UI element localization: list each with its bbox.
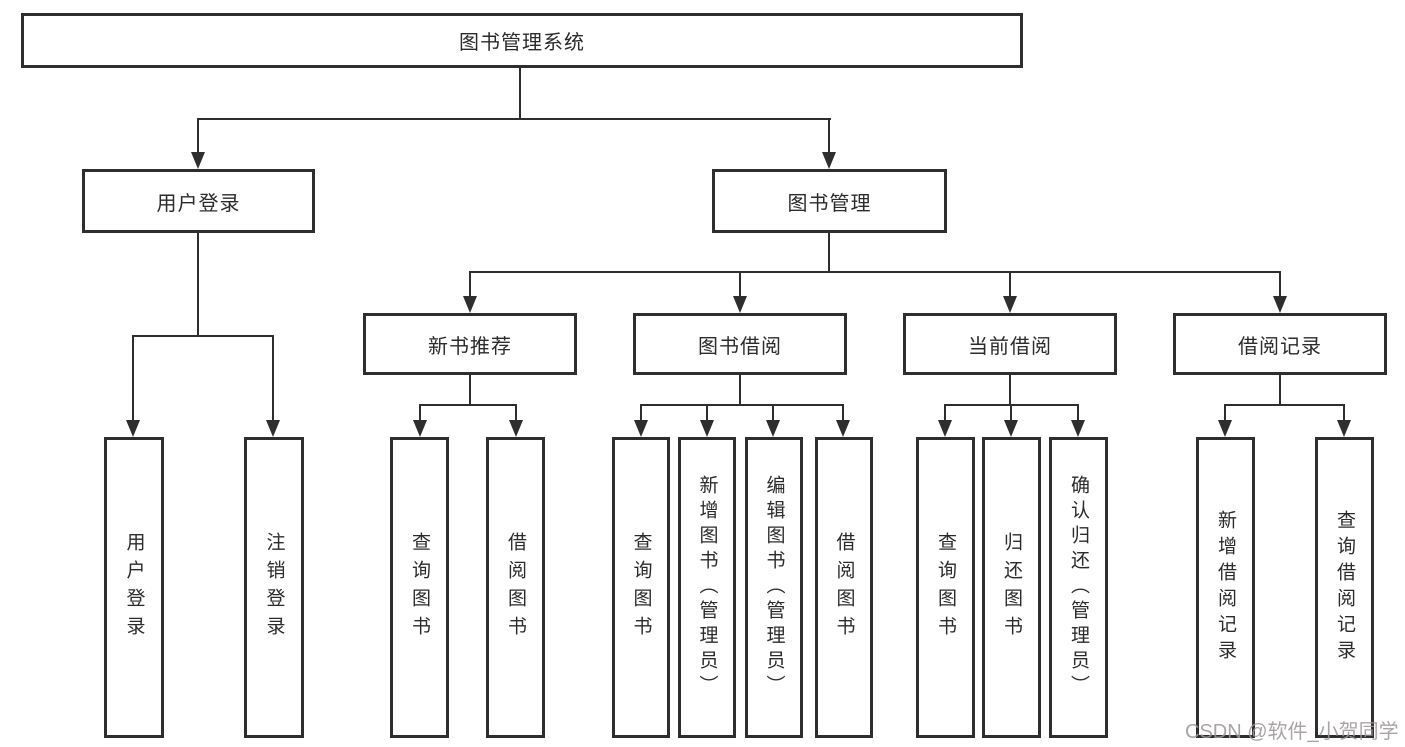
arrowhead-down bbox=[1071, 420, 1085, 437]
node-book-borrow-label: 图书借阅 bbox=[698, 335, 782, 358]
node-borrow-records-label: 借阅记录 bbox=[1238, 335, 1322, 358]
connector-drop-leaf bbox=[419, 404, 421, 422]
leaf-borrow-query-books-label: 查询图书 bbox=[630, 531, 652, 644]
connector-records-stem bbox=[1279, 375, 1281, 406]
arrowhead-down bbox=[733, 296, 747, 313]
node-book-management: 图书管理 bbox=[712, 169, 947, 233]
leaf-return-books-label: 归还图书 bbox=[1001, 531, 1022, 644]
connector-drop-leaf bbox=[706, 404, 708, 422]
node-book-borrow: 图书借阅 bbox=[633, 313, 847, 375]
connector-root-stem bbox=[519, 68, 521, 120]
node-current-borrow-label: 当前借阅 bbox=[968, 335, 1052, 358]
arrowhead-down bbox=[463, 296, 477, 313]
connector-level2-bus bbox=[197, 118, 831, 120]
connector-drop-leaf bbox=[1224, 404, 1226, 422]
arrowhead-down bbox=[413, 420, 427, 437]
leaf-query-borrow-record-label: 查询借阅记录 bbox=[1334, 509, 1355, 666]
connector-level3-bus bbox=[469, 271, 1281, 273]
csdn-watermark: CSDN @软件_小贺同学 bbox=[1185, 721, 1399, 743]
leaf-logout-label: 注销登录 bbox=[263, 531, 285, 644]
leaf-current-query-books-label: 查询图书 bbox=[935, 531, 956, 644]
connector-drop-leaf bbox=[1077, 404, 1079, 422]
leaf-return-books: 归还图书 bbox=[982, 437, 1041, 738]
arrowhead-down bbox=[1004, 420, 1018, 437]
leaf-add-books-admin: 新增图书（管理员） bbox=[678, 437, 736, 738]
connector-drop-leaf bbox=[1010, 404, 1012, 422]
arrowhead-down bbox=[938, 420, 952, 437]
node-user-login-label: 用户登录 bbox=[156, 192, 241, 215]
leaf-confirm-return-admin: 确认归还（管理员） bbox=[1049, 437, 1108, 738]
connector-drop-login-leaf2 bbox=[272, 335, 274, 422]
arrowhead-down bbox=[822, 152, 836, 169]
connector-drop-current bbox=[1009, 271, 1011, 298]
node-new-book-recommend-label: 新书推荐 bbox=[428, 335, 512, 358]
leaf-borrow-query-books: 查询图书 bbox=[612, 437, 670, 738]
connector-drop-leaf bbox=[1343, 404, 1345, 422]
arrowhead-down bbox=[1003, 296, 1017, 313]
leaf-logout: 注销登录 bbox=[244, 437, 304, 738]
leaf-user-login: 用户登录 bbox=[104, 437, 164, 738]
connector-drop-leaf bbox=[640, 404, 642, 422]
arrowhead-down bbox=[766, 420, 780, 437]
connector-login-stem bbox=[197, 233, 199, 337]
connector-drop-leaf bbox=[515, 404, 517, 422]
connector-borrow-bus bbox=[640, 404, 844, 406]
node-borrow-records: 借阅记录 bbox=[1173, 313, 1387, 375]
connector-recommend-bus bbox=[419, 404, 517, 406]
leaf-borrow-books: 借阅图书 bbox=[815, 437, 873, 738]
leaf-add-borrow-record: 新增借阅记录 bbox=[1196, 437, 1255, 738]
connector-drop-user-login bbox=[197, 118, 199, 154]
leaf-recommend-borrow-books-label: 借阅图书 bbox=[505, 531, 526, 644]
node-book-management-label: 图书管理 bbox=[787, 192, 872, 215]
node-new-book-recommend: 新书推荐 bbox=[363, 313, 577, 375]
connector-mgmt-stem bbox=[828, 233, 830, 273]
arrowhead-down bbox=[266, 420, 280, 437]
leaf-user-login-label: 用户登录 bbox=[123, 531, 145, 644]
node-user-login: 用户登录 bbox=[82, 169, 315, 233]
connector-drop-leaf bbox=[944, 404, 946, 422]
connector-drop-recommend bbox=[469, 271, 471, 298]
leaf-add-books-admin-label: 新增图书（管理员） bbox=[696, 475, 718, 700]
node-current-borrow: 当前借阅 bbox=[903, 313, 1117, 375]
leaf-confirm-return-admin-label: 确认归还（管理员） bbox=[1068, 475, 1089, 700]
leaf-recommend-query-books-label: 查询图书 bbox=[409, 531, 430, 644]
connector-login-bus bbox=[132, 335, 274, 337]
node-root-label: 图书管理系统 bbox=[459, 32, 585, 54]
leaf-edit-books-admin: 编辑图书（管理员） bbox=[745, 437, 803, 738]
connector-recommend-stem bbox=[469, 375, 471, 406]
arrowhead-down bbox=[509, 420, 523, 437]
connector-drop-login-leaf1 bbox=[132, 335, 134, 422]
leaf-recommend-borrow-books: 借阅图书 bbox=[486, 437, 545, 738]
leaf-borrow-books-label: 借阅图书 bbox=[833, 531, 855, 644]
leaf-recommend-query-books: 查询图书 bbox=[390, 437, 449, 738]
leaf-query-borrow-record: 查询借阅记录 bbox=[1315, 437, 1374, 738]
connector-drop-records bbox=[1279, 271, 1281, 298]
node-root: 图书管理系统 bbox=[21, 13, 1023, 68]
connector-borrow-stem bbox=[739, 375, 741, 406]
connector-current-stem bbox=[1009, 375, 1011, 406]
arrowhead-down bbox=[836, 420, 850, 437]
leaf-edit-books-admin-label: 编辑图书（管理员） bbox=[763, 475, 785, 700]
connector-drop-borrow bbox=[739, 271, 741, 298]
connector-drop-book-mgmt bbox=[828, 118, 830, 154]
leaf-add-borrow-record-label: 新增借阅记录 bbox=[1215, 509, 1236, 666]
connector-records-bus bbox=[1224, 404, 1345, 406]
connector-drop-leaf bbox=[842, 404, 844, 422]
arrowhead-down bbox=[700, 420, 714, 437]
arrowhead-down bbox=[191, 152, 205, 169]
arrowhead-down bbox=[126, 420, 140, 437]
arrowhead-down bbox=[634, 420, 648, 437]
arrowhead-down bbox=[1273, 296, 1287, 313]
connector-drop-leaf bbox=[772, 404, 774, 422]
leaf-current-query-books: 查询图书 bbox=[916, 437, 975, 738]
arrowhead-down bbox=[1337, 420, 1351, 437]
arrowhead-down bbox=[1218, 420, 1232, 437]
